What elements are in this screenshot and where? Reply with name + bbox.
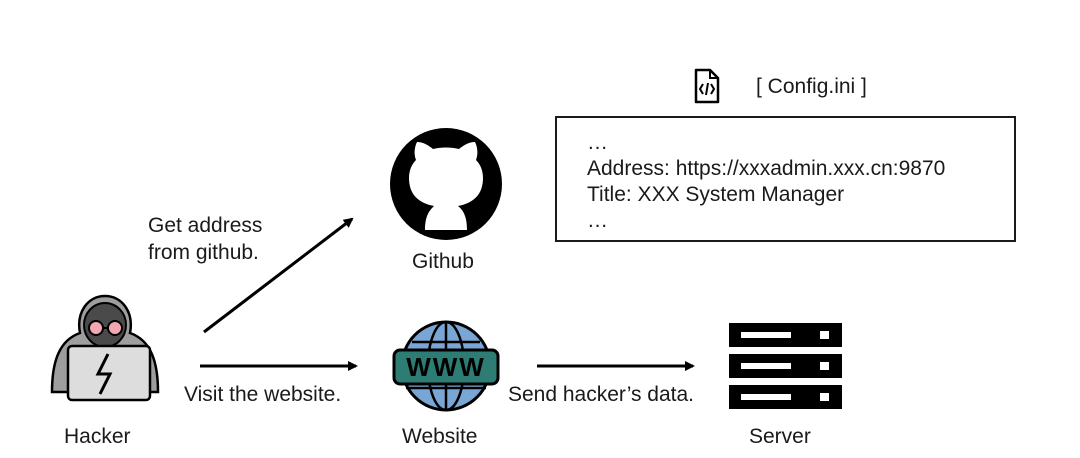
github-icon <box>390 128 502 240</box>
config-line: … <box>587 209 608 232</box>
node-label-github: Github <box>412 250 474 273</box>
edge-label-visit: Visit the website. <box>184 383 342 406</box>
edge-label-get-address: Get address <box>148 214 263 237</box>
node-label-website: Website <box>402 425 478 448</box>
config-line-address: Address: https://xxxadmin.xxx.cn:9870 <box>587 157 946 180</box>
config-file-label: [ Config.ini ] <box>756 75 867 98</box>
arrow-hacker-to-github <box>203 217 354 334</box>
config-file-content: … Address: https://xxxadmin.xxx.cn:9870 … <box>555 116 1016 242</box>
node-label-server: Server <box>749 425 811 448</box>
config-line: … <box>587 131 608 154</box>
www-globe-icon: WWW <box>392 320 500 412</box>
edge-label-from-github: from github. <box>148 241 259 264</box>
node-label-hacker: Hacker <box>64 425 131 448</box>
svg-text:WWW: WWW <box>406 352 486 382</box>
code-file-icon <box>694 68 720 104</box>
server-icon <box>729 323 842 409</box>
edge-label-send: Send hacker’s data. <box>508 383 695 406</box>
hacker-icon <box>50 294 160 402</box>
config-line-title: Title: XXX System Manager <box>587 183 845 206</box>
